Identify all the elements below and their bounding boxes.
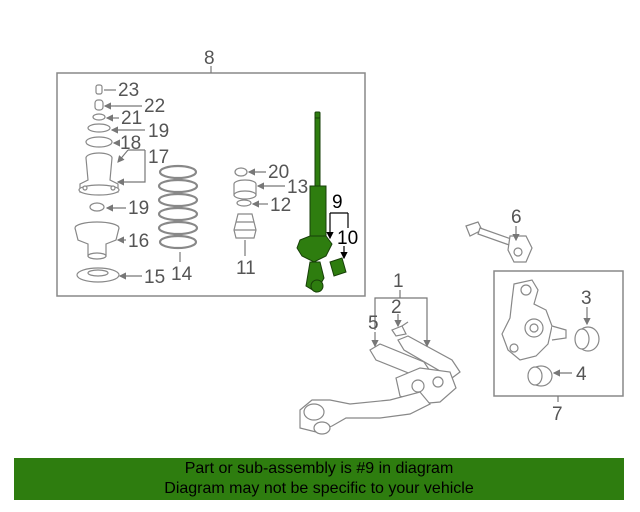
part-13-mount-rubber <box>233 179 257 200</box>
part-2-bolt <box>391 321 409 337</box>
part-4-bushing <box>527 365 553 387</box>
callout-18: 18 <box>120 133 141 154</box>
part-9-shock-absorber <box>296 111 333 293</box>
banner-line-2: Diagram may not be specific to your vehi… <box>164 480 474 497</box>
part-19-lower-washer <box>89 202 105 212</box>
part-12-washer <box>236 199 252 207</box>
callout-17: 17 <box>148 147 169 168</box>
part-19-upper-washer <box>87 123 111 133</box>
callout-2: 2 <box>391 297 402 318</box>
callout-22: 22 <box>144 96 165 117</box>
part-17-upper-mount <box>78 152 120 196</box>
callout-23: 23 <box>118 80 139 101</box>
banner-line-1: Part or sub-assembly is #9 in diagram <box>184 460 454 477</box>
callout-20: 20 <box>268 162 289 183</box>
callout-3: 3 <box>581 288 592 309</box>
part-1-lower-arm <box>299 335 461 435</box>
callout-9: 9 <box>332 192 343 213</box>
callout-11: 11 <box>236 258 256 279</box>
callout-5: 5 <box>368 313 379 334</box>
part-3-bushing <box>574 326 600 352</box>
callout-10: 10 <box>337 228 358 249</box>
callout-6: 6 <box>511 207 522 228</box>
part-16-spring-seat <box>74 221 120 260</box>
part-22-bushing <box>94 99 104 111</box>
part-20-cap <box>234 167 248 177</box>
part-6-lateral-link <box>465 221 533 263</box>
callout-13: 13 <box>287 177 308 198</box>
callout-14: 14 <box>171 264 193 285</box>
callout-8: 8 <box>204 48 215 69</box>
info-banner: Part or sub-assembly is #9 in diagram Di… <box>14 458 624 500</box>
part-knuckle <box>501 279 567 361</box>
callout-15: 15 <box>144 267 165 288</box>
part-23-nut <box>95 84 103 95</box>
part-11-bump-stop <box>233 213 257 239</box>
part-21-washer <box>92 113 106 121</box>
callout-4: 4 <box>576 364 587 385</box>
callout-12: 12 <box>270 195 291 216</box>
callout-1: 1 <box>393 271 404 292</box>
part-15-insulator <box>76 267 120 283</box>
callout-16: 16 <box>128 231 149 252</box>
callout-7: 7 <box>552 404 563 425</box>
callout-19a: 19 <box>148 121 169 142</box>
callout-19b: 19 <box>128 198 149 219</box>
part-18-seal <box>85 136 113 148</box>
callout-21: 21 <box>121 108 142 129</box>
part-10-bushing <box>329 257 347 277</box>
part-14-coil-spring <box>157 164 199 250</box>
